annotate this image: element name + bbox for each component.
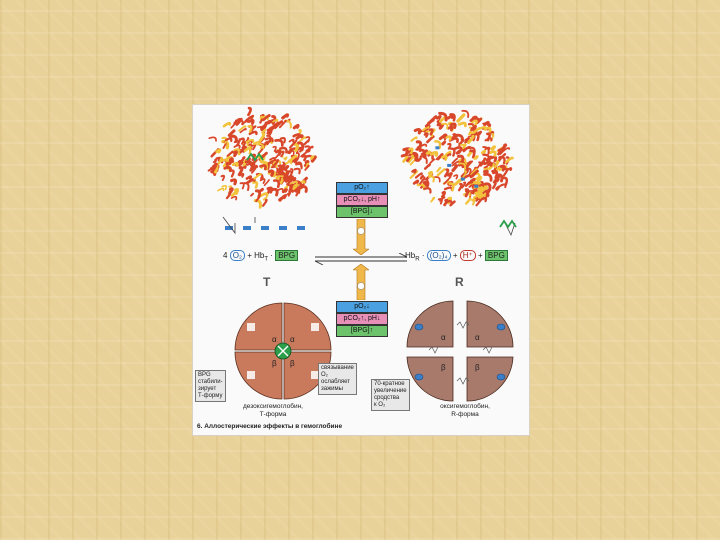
condition-box-po2-up: pO₂↑ (336, 182, 388, 194)
oxy-beta-left: β (441, 363, 446, 372)
note-bpg-stabilizes: BPG стабили- зирует Т-форму (195, 370, 226, 402)
deoxy-beta-left: β (272, 359, 277, 368)
protein-structures (207, 106, 514, 209)
condition-box-bpg-up: [BPG]↑ (336, 325, 388, 337)
bpg-badge: BPG (484, 250, 508, 261)
condition-box-pco2-up: pCO₂↑, pH↓ (336, 313, 388, 325)
oxy-form-label: оксигемоглобин, R-форма (440, 403, 490, 418)
condition-box-pco2-down: pCO₂↓, pH↑ (336, 194, 388, 206)
bpg-molecule-icon (246, 152, 264, 162)
deoxyhemoglobin-structure (207, 106, 317, 209)
oxyhemoglobin-structure (400, 109, 514, 207)
oxy-alpha-left: α (441, 333, 446, 342)
note-oxygen-binding: связывание O₂ ослабляет зажимы (318, 363, 357, 395)
deoxy-alpha-right: α (290, 335, 295, 344)
deoxy-alpha-left: α (272, 335, 277, 344)
equation-left: 4 O₂ + HbT · BPG (223, 250, 299, 263)
deoxy-form-label: дезоксигемоглобин, Т-форма (243, 403, 303, 418)
heme-marker-row (225, 226, 305, 230)
deoxy-beta-right: β (290, 359, 295, 368)
equilibrium-arrows (314, 253, 408, 265)
proton-badge: H⁺ (459, 250, 476, 261)
figure-caption: 6. Аллостерические эффекты в гемоглобине (197, 423, 343, 430)
oxygen-badge: O₂ (229, 250, 246, 261)
bpg-badge: BPG (275, 250, 299, 261)
upward-shift-arrow (353, 219, 369, 255)
condition-box-bpg-down: [BPG]↓ (336, 206, 388, 218)
oxy-alpha-right: α (475, 333, 480, 342)
bpg-molecule-icon (499, 219, 517, 229)
oxygen-badge: (O₂)₄ (426, 250, 451, 261)
downward-shift-arrow (353, 264, 369, 300)
state-label-t: T (263, 275, 271, 289)
hemoglobin-allosteric-figure: pO₂↑ pCO₂↓, pH↑ [BPG]↓ 4 O₂ + HbT · BPG … (193, 105, 529, 435)
condition-box-po2-down: pO₂↓ (336, 301, 388, 313)
state-label-r: R (455, 275, 464, 289)
note-affinity-increase: 70-кратное увеличение сродства к O₂ (371, 379, 410, 411)
oxy-subunit-diagram (406, 300, 514, 402)
oxy-beta-right: β (475, 363, 480, 372)
equation-right: HbR · (O₂)₄ + H⁺ + BPG (405, 250, 508, 263)
